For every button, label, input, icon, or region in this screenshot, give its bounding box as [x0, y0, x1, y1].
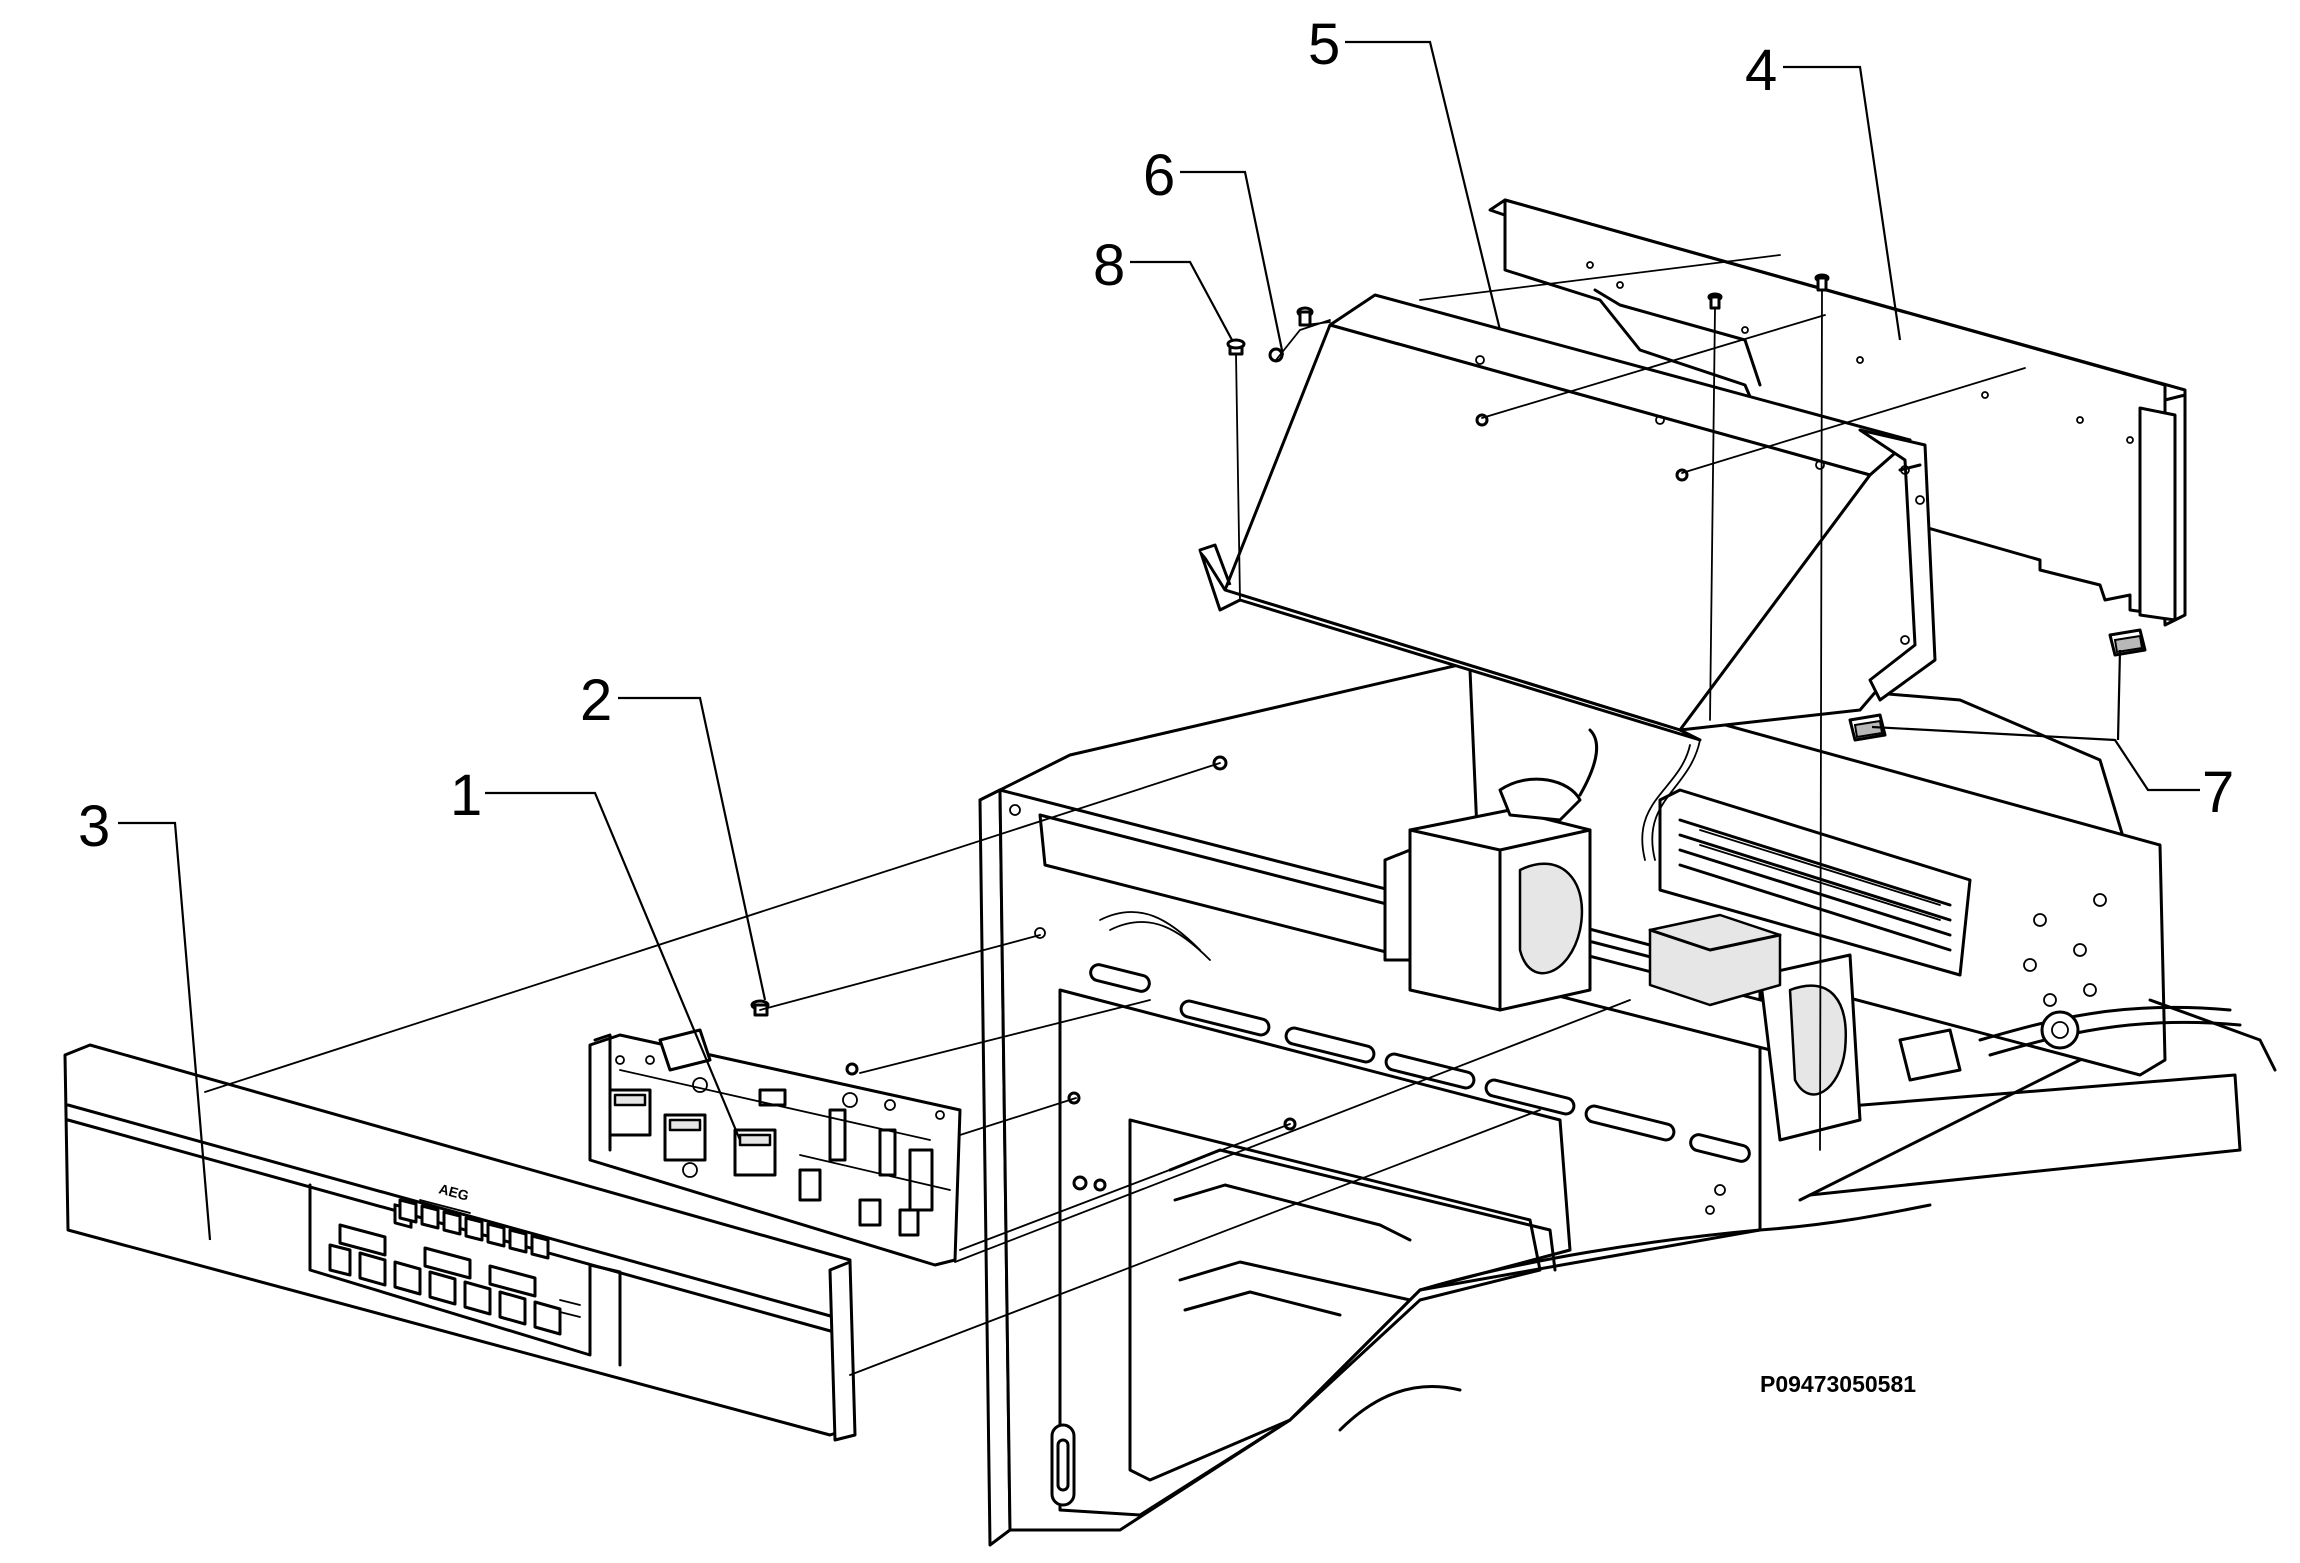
callout-7: 7: [2202, 760, 2234, 825]
callout-5: 5: [1308, 12, 1340, 77]
callout-8: 8: [1093, 233, 1125, 298]
rear-cover-panel: [1488, 198, 2187, 627]
control-circuit-board: [588, 1028, 962, 1267]
diagram-reference-code: P09473050581: [1760, 1371, 1916, 1397]
callout-1: 1: [450, 763, 482, 828]
control-panel-fascia: AEG: [63, 1043, 857, 1442]
callout-6: 6: [1143, 143, 1175, 208]
callout-leaders: [118, 40, 2200, 1241]
air-duct: [1198, 293, 1937, 742]
alignment-lines: [204, 254, 2026, 1376]
internal-components: [1099, 728, 2242, 1142]
callout-labels: 1 2 3 4 5 6 7 8: [78, 12, 2234, 859]
button-grid: [328, 1198, 581, 1336]
callout-4: 4: [1745, 38, 1777, 103]
clips: [1848, 628, 2147, 742]
oven-body: [978, 658, 2277, 1547]
callout-3: 3: [78, 794, 110, 859]
callout-2: 2: [580, 668, 612, 733]
brand-mark: AEG: [437, 1180, 471, 1203]
